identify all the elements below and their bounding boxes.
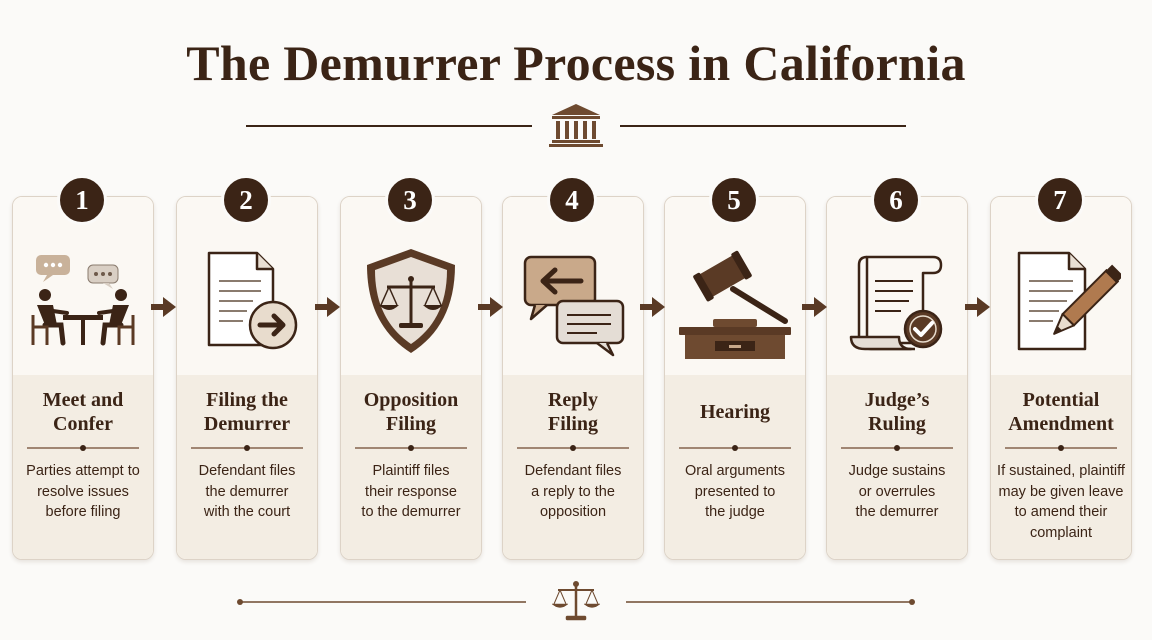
gavel-bench-icon: [679, 250, 791, 359]
step-description: Oral arguments presented to the judge: [685, 463, 785, 520]
step-number-badge: 6: [871, 175, 921, 225]
step-description: Judge sustains or overrules the demurrer: [848, 463, 946, 520]
step-card-meet-and-confer: Meet and Confer Parties attempt to resol…: [12, 196, 154, 560]
step-description: If sustained, plaintiff may be given lea…: [997, 463, 1125, 541]
scales-of-justice-icon: [551, 581, 601, 621]
step-card-reply-filing: Reply Filing Defendant files a reply to …: [502, 196, 644, 560]
arrow-right-icon: [315, 297, 340, 317]
step-title: Opposition Filing: [363, 389, 459, 435]
step-divider: [1005, 445, 1117, 451]
step-description: Defendant files a reply to the oppositio…: [524, 463, 622, 520]
step-title: Reply Filing: [547, 389, 598, 435]
step-number-badge: 1: [57, 175, 107, 225]
step-divider: [517, 445, 629, 451]
arrow-right-icon: [640, 297, 665, 317]
step-divider: [355, 445, 467, 451]
shield-scales-icon: [367, 249, 455, 353]
step-number-badge: 7: [1035, 175, 1085, 225]
courthouse-icon: [549, 104, 603, 147]
arrow-right-icon: [965, 297, 990, 317]
step-description: Parties attempt to resolve issues before…: [26, 463, 140, 520]
step-number-badge: 4: [547, 175, 597, 225]
step-divider: [191, 445, 303, 451]
courthouse-divider: [246, 104, 906, 147]
arrow-right-icon: [151, 297, 176, 317]
step-title: Hearing: [700, 401, 770, 423]
meeting-icon: [31, 255, 135, 346]
step-title: Judge’s Ruling: [864, 389, 930, 435]
step-divider: [841, 445, 953, 451]
step-card-filing-the-demurrer: Filing the Demurrer Defendant files the …: [176, 196, 318, 560]
step-number-badge: 3: [385, 175, 435, 225]
step-divider: [679, 445, 791, 451]
step-title: Meet and Confer: [42, 389, 124, 435]
step-title: Filing the Demurrer: [203, 389, 291, 435]
arrow-right-icon: [478, 297, 503, 317]
reply-speech-bubbles-icon: [523, 255, 625, 357]
document-submit-icon: [207, 251, 298, 350]
step-description: Defendant files the demurrer with the co…: [198, 463, 296, 520]
step-description: Plaintiff files their response to the de…: [361, 463, 461, 520]
step-card-judges-ruling: Judge’s Ruling Judge sustains or overrul…: [826, 196, 968, 560]
step-card-hearing: Hearing Oral arguments presented to the …: [664, 196, 806, 560]
scroll-checkmark-icon: [849, 255, 943, 351]
step-title: Potential Amendment: [1008, 389, 1114, 435]
step-divider: [27, 445, 139, 451]
step-number-badge: 5: [709, 175, 759, 225]
arrow-right-icon: [802, 297, 827, 317]
scales-divider: [237, 581, 915, 621]
step-card-potential-amendment: Potential Amendment If sustained, plaint…: [990, 196, 1132, 560]
step-number-badge: 2: [221, 175, 271, 225]
document-pencil-icon: [1017, 251, 1121, 351]
step-card-opposition-filing: Opposition Filing Plaintiff files their …: [340, 196, 482, 560]
page-title: The Demurrer Process in California: [186, 35, 966, 91]
